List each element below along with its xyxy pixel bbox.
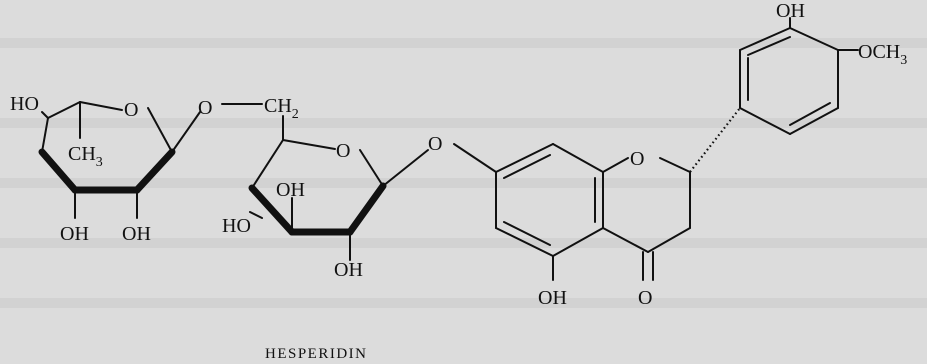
- glucose-oh-bottom-label: OH: [334, 259, 363, 281]
- carbonyl-oxygen: O: [638, 287, 652, 309]
- glucose-oh-inner-label: OH: [276, 179, 305, 201]
- methoxy-label: OCH3: [858, 41, 907, 68]
- bleed-through-line: [0, 238, 927, 248]
- pyranone-c-ring: [602, 107, 741, 281]
- phenyl-b-ring: [739, 17, 859, 135]
- bleed-through-line: [0, 178, 927, 188]
- flavanone-a-ring: [453, 143, 604, 281]
- linker-ch2-label: CH2: [264, 95, 299, 122]
- rhamnose-ring-oxygen: O: [124, 99, 138, 121]
- hydroxyl-3prime-label: OH: [776, 0, 805, 22]
- bleed-through-line: [0, 298, 927, 308]
- rhamnose-methyl-label: CH3: [68, 143, 103, 170]
- rhamnose-oh-left-label: OH: [60, 223, 89, 245]
- linker-oxygen: O: [198, 97, 212, 119]
- glycosidic-linker: [221, 103, 284, 141]
- pyran-ring-oxygen: O: [630, 148, 644, 170]
- hydroxyl-5-label: OH: [538, 287, 567, 309]
- bleed-through-line: [0, 118, 927, 128]
- glucose-ring-oxygen: O: [336, 140, 350, 162]
- rhamnose-oh-right-label: OH: [122, 223, 151, 245]
- rhamnose-ho-label: HO: [10, 93, 39, 115]
- glycosidic-oxygen: O: [428, 133, 442, 155]
- bleed-through-line: [0, 38, 927, 48]
- glucose-ho-label: HO: [222, 215, 251, 237]
- rhamnose-ring: [38, 101, 201, 219]
- compound-name-caption: HESPERIDIN: [265, 346, 368, 362]
- glucose-ring: [248, 139, 429, 261]
